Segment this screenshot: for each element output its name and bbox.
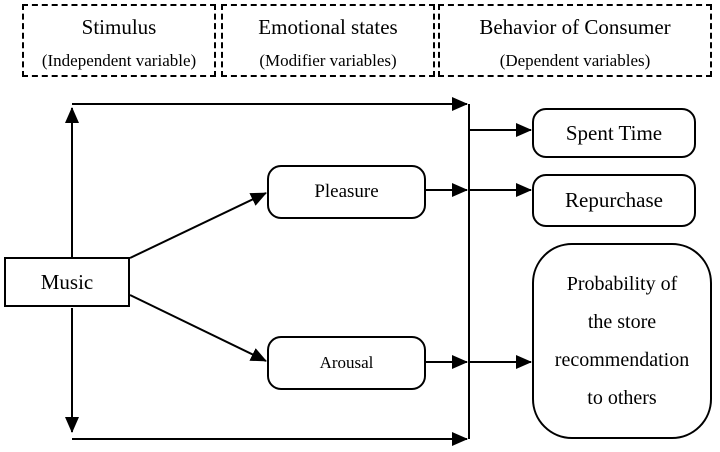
header-emotional-subtitle: (Modifier variables) [259,51,397,70]
header-stimulus-box: Stimulus (Independent variable) [22,4,216,77]
header-behavior-box: Behavior of Consumer (Dependent variable… [438,4,712,77]
repurchase-node: Repurchase [532,174,696,227]
header-stimulus-title: Stimulus [81,15,157,39]
music-node: Music [4,257,130,307]
spent-time-node: Spent Time [532,108,696,158]
music-to-pleasure-arrow [129,192,267,259]
arousal-node: Arousal [267,336,426,390]
probability-node: Probability of the store recommendation … [532,243,712,439]
probability-line-3: recommendation [554,349,690,371]
pleasure-node: Pleasure [267,165,426,219]
header-behavior-title: Behavior of Consumer [479,15,671,39]
music-to-arousal-arrow [129,294,267,362]
header-behavior-subtitle: (Dependent variables) [499,51,651,70]
probability-line-4: to others [587,387,657,409]
header-emotional-box: Emotional states (Modifier variables) [221,4,435,77]
header-emotional-title: Emotional states [258,15,398,39]
probability-line-2: the store [587,311,657,333]
probability-line-1: Probability of [566,273,678,295]
header-stimulus-subtitle: (Independent variable) [41,51,197,70]
